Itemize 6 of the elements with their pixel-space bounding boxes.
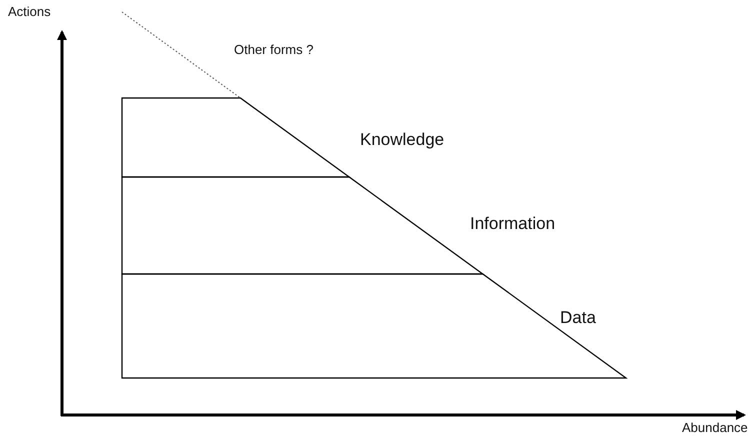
band-label: Data — [560, 308, 596, 328]
band-label: Knowledge — [360, 130, 444, 150]
band-label: Information — [470, 214, 556, 234]
axis-label: Actions — [8, 4, 51, 19]
band-label: Other forms ? — [234, 42, 314, 57]
axis-label: Abundance — [682, 420, 748, 435]
